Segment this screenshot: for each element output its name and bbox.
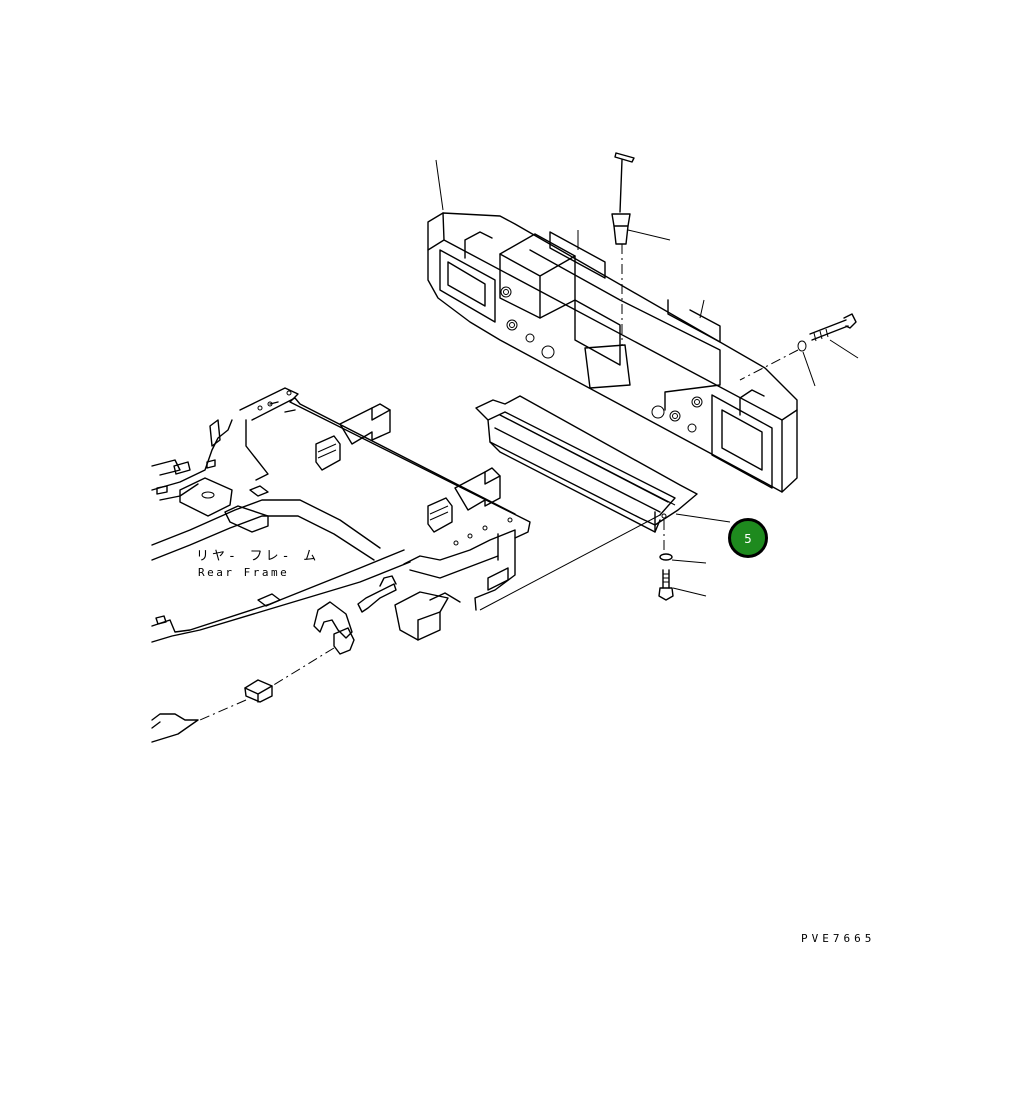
- part-callout-5[interactable]: 5: [728, 518, 768, 558]
- lifting-pin: [611, 152, 671, 345]
- drawing-code: PVE7665: [801, 932, 876, 945]
- rear-frame: [151, 387, 531, 743]
- side-bolt: [739, 313, 859, 387]
- bottom-cover: [475, 395, 731, 611]
- cover-bolt: [658, 520, 707, 601]
- rear-frame-label-en: Rear Frame: [198, 566, 290, 579]
- counterweight: [427, 212, 798, 493]
- part-callout-number: 5: [744, 532, 752, 546]
- rear-frame-label-jp: リヤ- フレ- ム: [196, 549, 320, 564]
